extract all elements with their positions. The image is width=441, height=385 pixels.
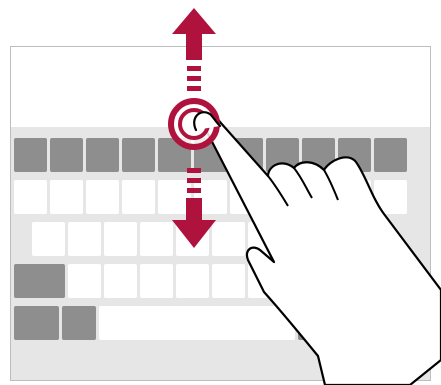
arrow-down-icon — [172, 168, 216, 248]
arrow-up-icon — [172, 8, 216, 91]
hand-pointer-icon — [204, 117, 441, 385]
